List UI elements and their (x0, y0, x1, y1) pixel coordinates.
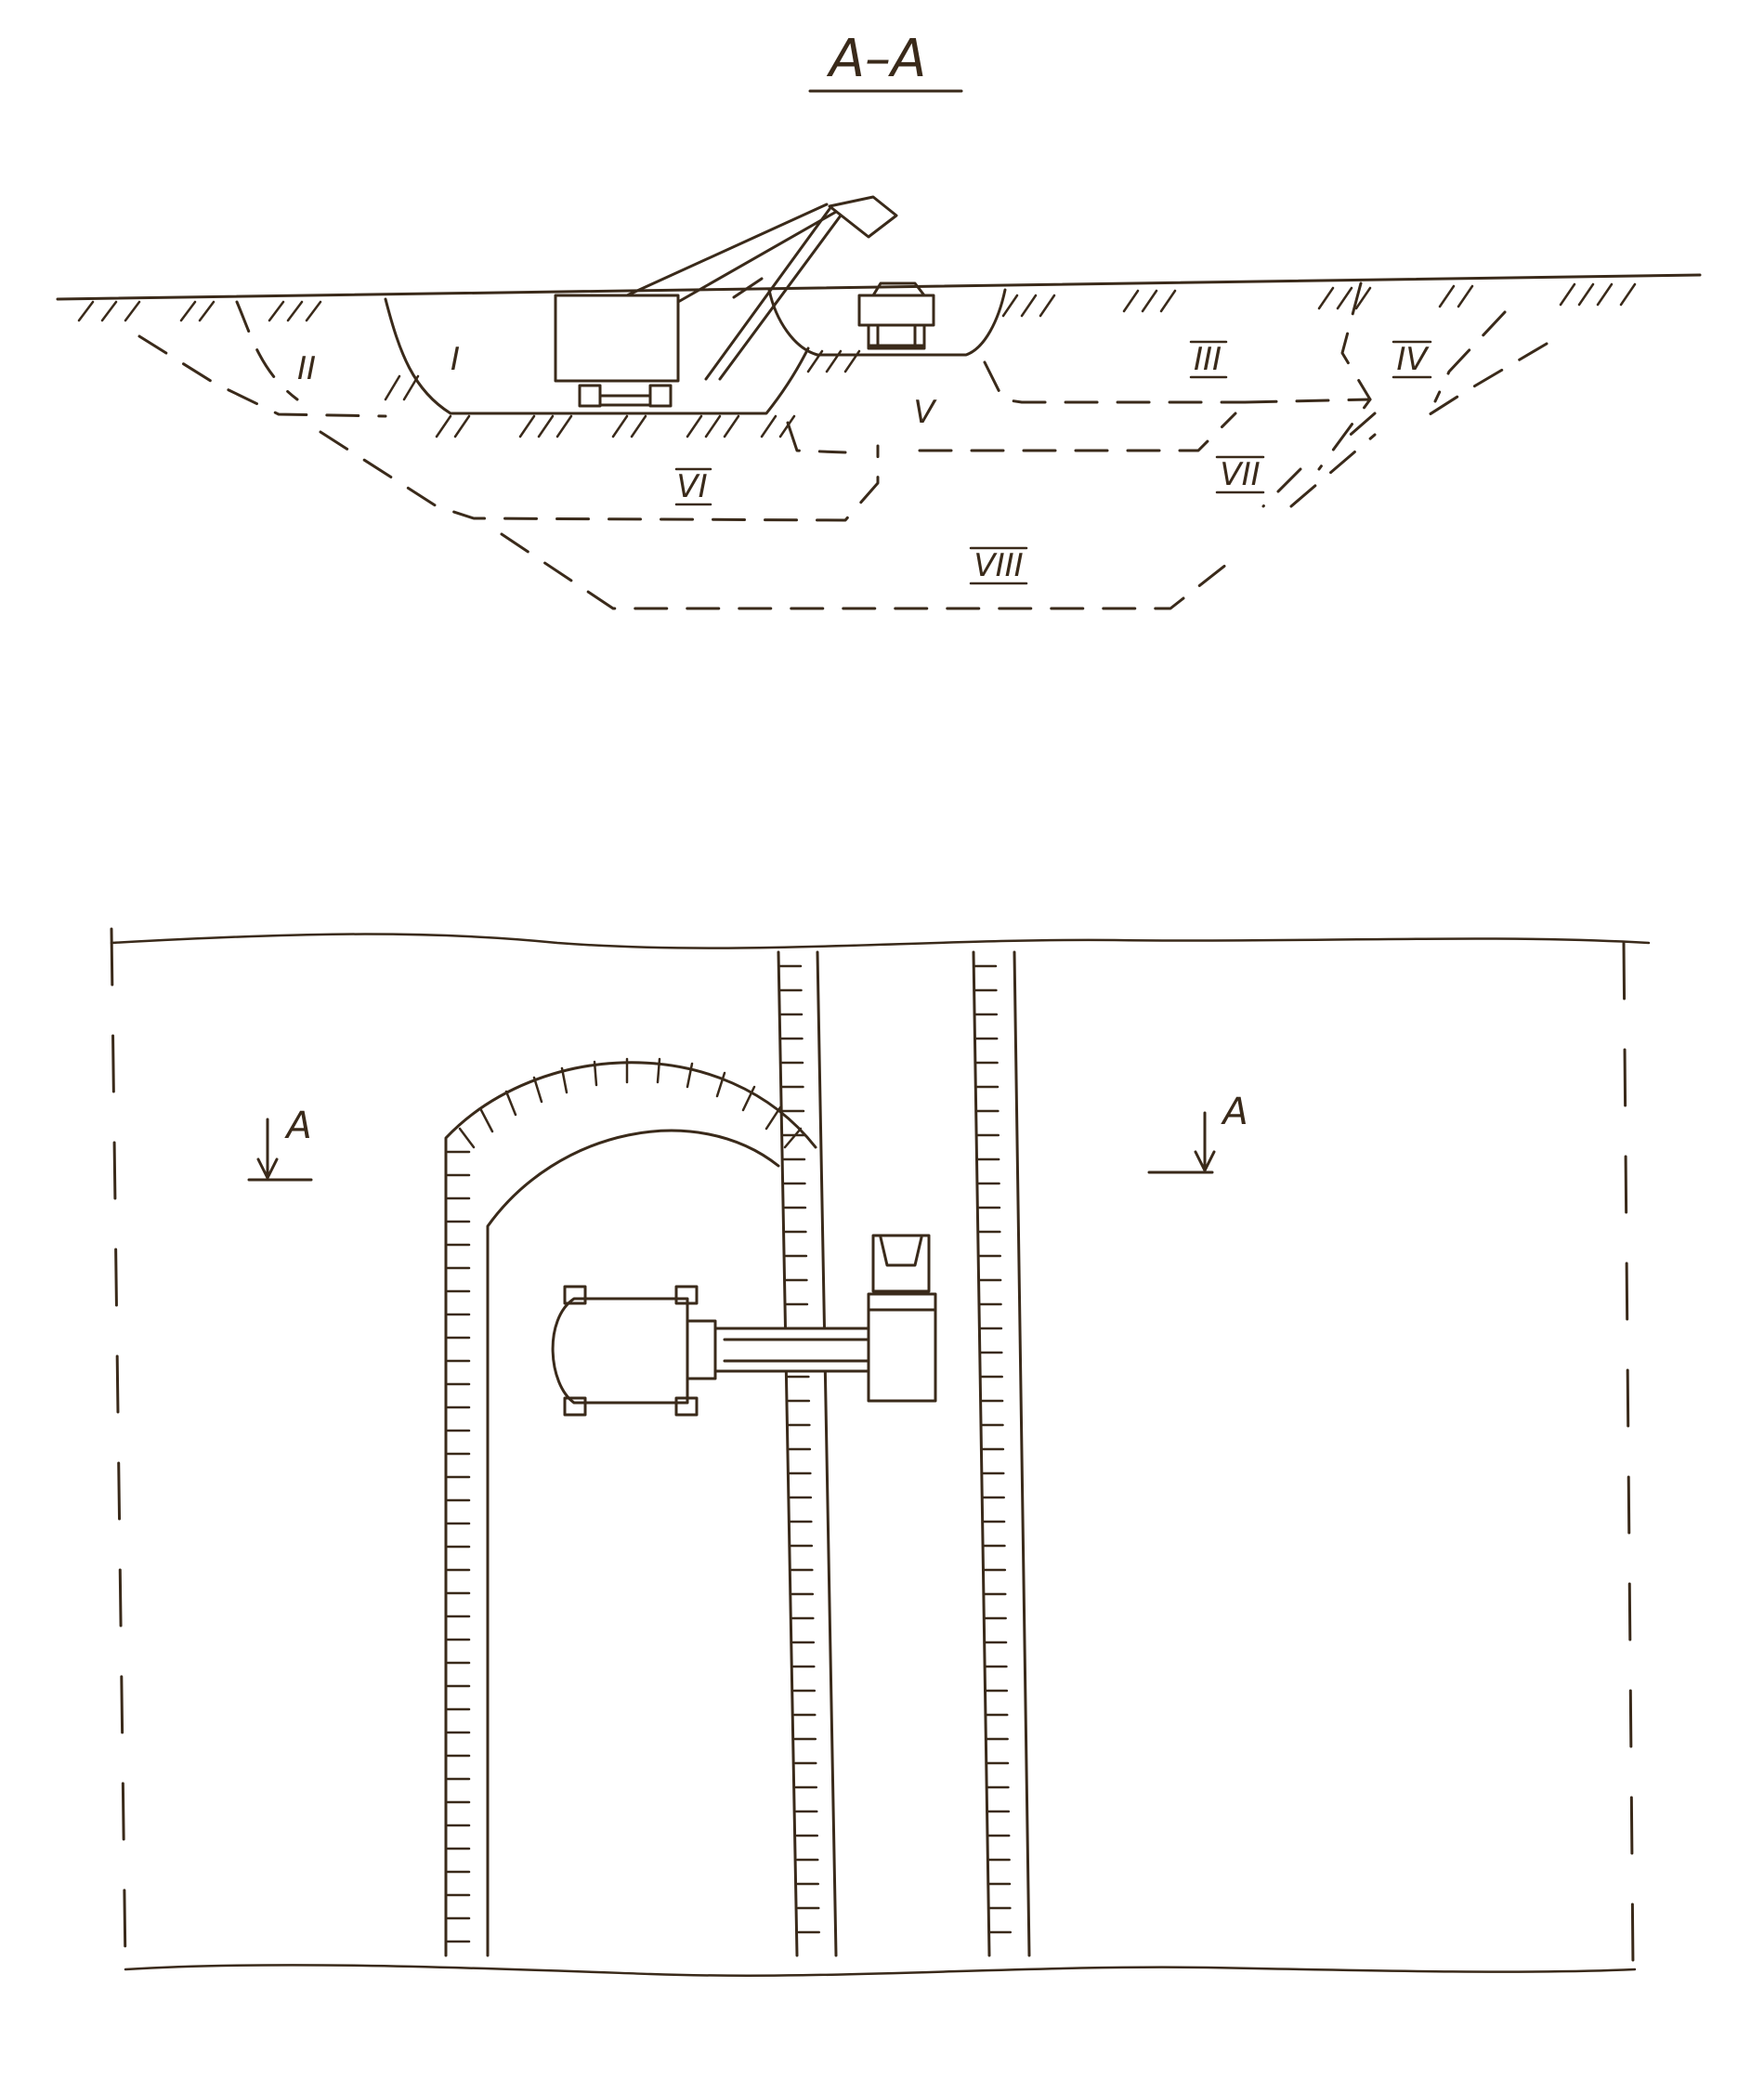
zone-label-II: II (297, 350, 316, 387)
section-cut-label-left: A (283, 1105, 311, 1147)
excavator-body (554, 294, 680, 383)
section-title: A–A (827, 29, 927, 89)
left-trench-ticks (446, 1150, 471, 1943)
excavator-boom-plan (713, 1327, 884, 1373)
zone-boundaries-dashed (137, 281, 1548, 610)
zone-label-VIII: VIII (973, 547, 1023, 584)
zone-label-VI: VI (676, 468, 707, 505)
excavator-track-right (648, 384, 673, 408)
dump-truck-side-view (857, 281, 935, 350)
zone-label-III: III (1194, 341, 1222, 378)
excavator-side-view (554, 195, 898, 408)
excavator-cab-plan (551, 1297, 689, 1405)
right-trench-left-wall (972, 950, 991, 1957)
arch-trench-outer (444, 1061, 817, 1957)
section-cut-label-right: A (1220, 1091, 1248, 1133)
zone-label-I: I (451, 341, 460, 378)
middle-trench-left-wall (777, 950, 799, 1957)
section-a-a: A–A (56, 29, 1702, 610)
zone-labels: I II III IV V VI VII VIII (297, 340, 1432, 585)
ground-hatching (77, 282, 1637, 322)
right-trench-right-wall (1013, 950, 1031, 1957)
upper-trench-outline (767, 288, 1007, 357)
excavator-plan-view (551, 1285, 910, 1417)
excavator-boom (625, 203, 829, 297)
plan-right-boundary (1622, 941, 1635, 1969)
zone-label-VII: VII (1220, 456, 1260, 493)
zone-label-V: V (913, 394, 937, 431)
pit-hatching (384, 349, 861, 438)
section-cut-mark-left: A (247, 1105, 313, 1182)
zone-label-IV: IV (1396, 341, 1430, 378)
plan-top-break-line (110, 933, 1651, 949)
middle-trench-right-wall (816, 950, 838, 1957)
plan-bottom-break-line (124, 1964, 1637, 1977)
arch-ticks (458, 1057, 803, 1149)
plan-view: A A (110, 927, 1651, 1977)
arch-trench-inner (486, 1129, 780, 1957)
dump-truck-plan-view (867, 1234, 937, 1403)
excavator-bucket (828, 195, 898, 239)
excavation-pit-outline (384, 297, 810, 415)
section-cut-mark-right: A (1147, 1091, 1248, 1174)
excavator-track-left (578, 384, 602, 408)
middle-trench-ticks (778, 964, 820, 1934)
plan-left-boundary (110, 927, 127, 1969)
right-trench-ticks (973, 964, 1013, 1934)
